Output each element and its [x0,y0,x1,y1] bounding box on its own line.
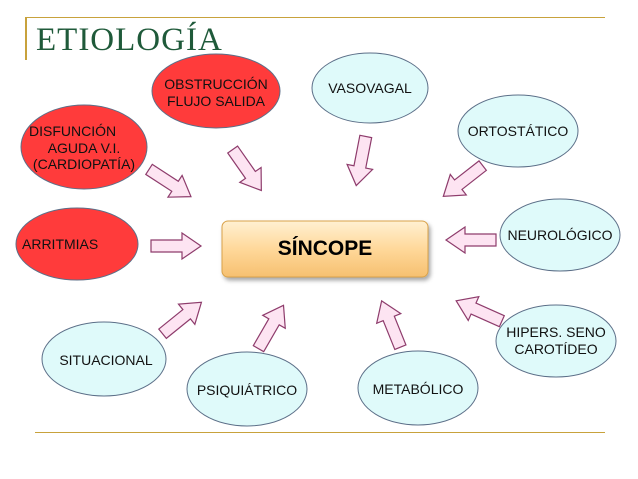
label-vasovagal: VASOVAGAL [328,79,412,96]
title-accent-bar [25,18,27,60]
label-disfuncion-line2: AGUDA V.I. [47,139,121,156]
label-disfuncion-line3: (CARDIOPATÍA) [32,156,136,173]
arrow-neurologico [444,225,497,255]
label-obstruccion-line1: OBSTRUCCIÓN [164,76,268,93]
node-ortostatico [457,94,579,168]
label-disfuncion-line1: DISFUNCIÓN [29,122,117,139]
arrows [144,134,506,353]
node-psiquiatrico [186,351,308,427]
arrow-psiquiatrico [252,304,286,353]
label-hipers-line2: CAROTÍDEO [514,341,598,357]
node-metabolico [357,350,479,426]
arrow-hipers [455,295,506,328]
arrow-disfuncion [144,163,192,198]
arrow-vasovagal [346,134,374,187]
node-neurologico [499,198,621,272]
node-vasovagal [311,52,429,124]
label-hipers-line1: HIPERS. SENO [506,324,606,341]
bottom-rule [35,432,605,433]
node-situacional [41,321,167,397]
label-hipers: HIPERS. SENO CAROTÍDEO [494,322,618,360]
arrow-situacional [157,301,203,340]
arrow-ortostatico [442,160,488,198]
node-arritmias [15,207,139,281]
label-obstruccion: OBSTRUCCIÓN FLUJO SALIDA [152,74,280,112]
top-rule [25,17,605,18]
arrow-obstruccion [226,145,262,192]
node-obstruccion [151,53,281,129]
label-situacional: SITUACIONAL [59,351,153,368]
label-disfuncion: DISFUNCIÓN AGUDA V.I. (CARDIOPATÍA) [17,118,151,178]
label-neurologico: NEUROLÓGICO [507,226,613,243]
label-obstruccion-line2: FLUJO SALIDA [166,93,266,109]
arrow-metabolico [375,299,407,351]
label-psiquiatrico: PSIQUIÁTRICO [196,381,298,398]
center-box [221,220,429,278]
node-hipers [495,304,617,378]
page-title: ETIOLOGÍA [36,22,223,58]
label-ortostatico: ORTOSTÁTICO [467,122,569,139]
center-label: SÍNCOPE [277,237,373,261]
node-disfuncion [20,104,148,190]
label-arritmias: ARRITMIAS [22,235,99,252]
label-metabolico: METABÓLICO [372,380,464,397]
arrow-arritmias [150,231,203,261]
